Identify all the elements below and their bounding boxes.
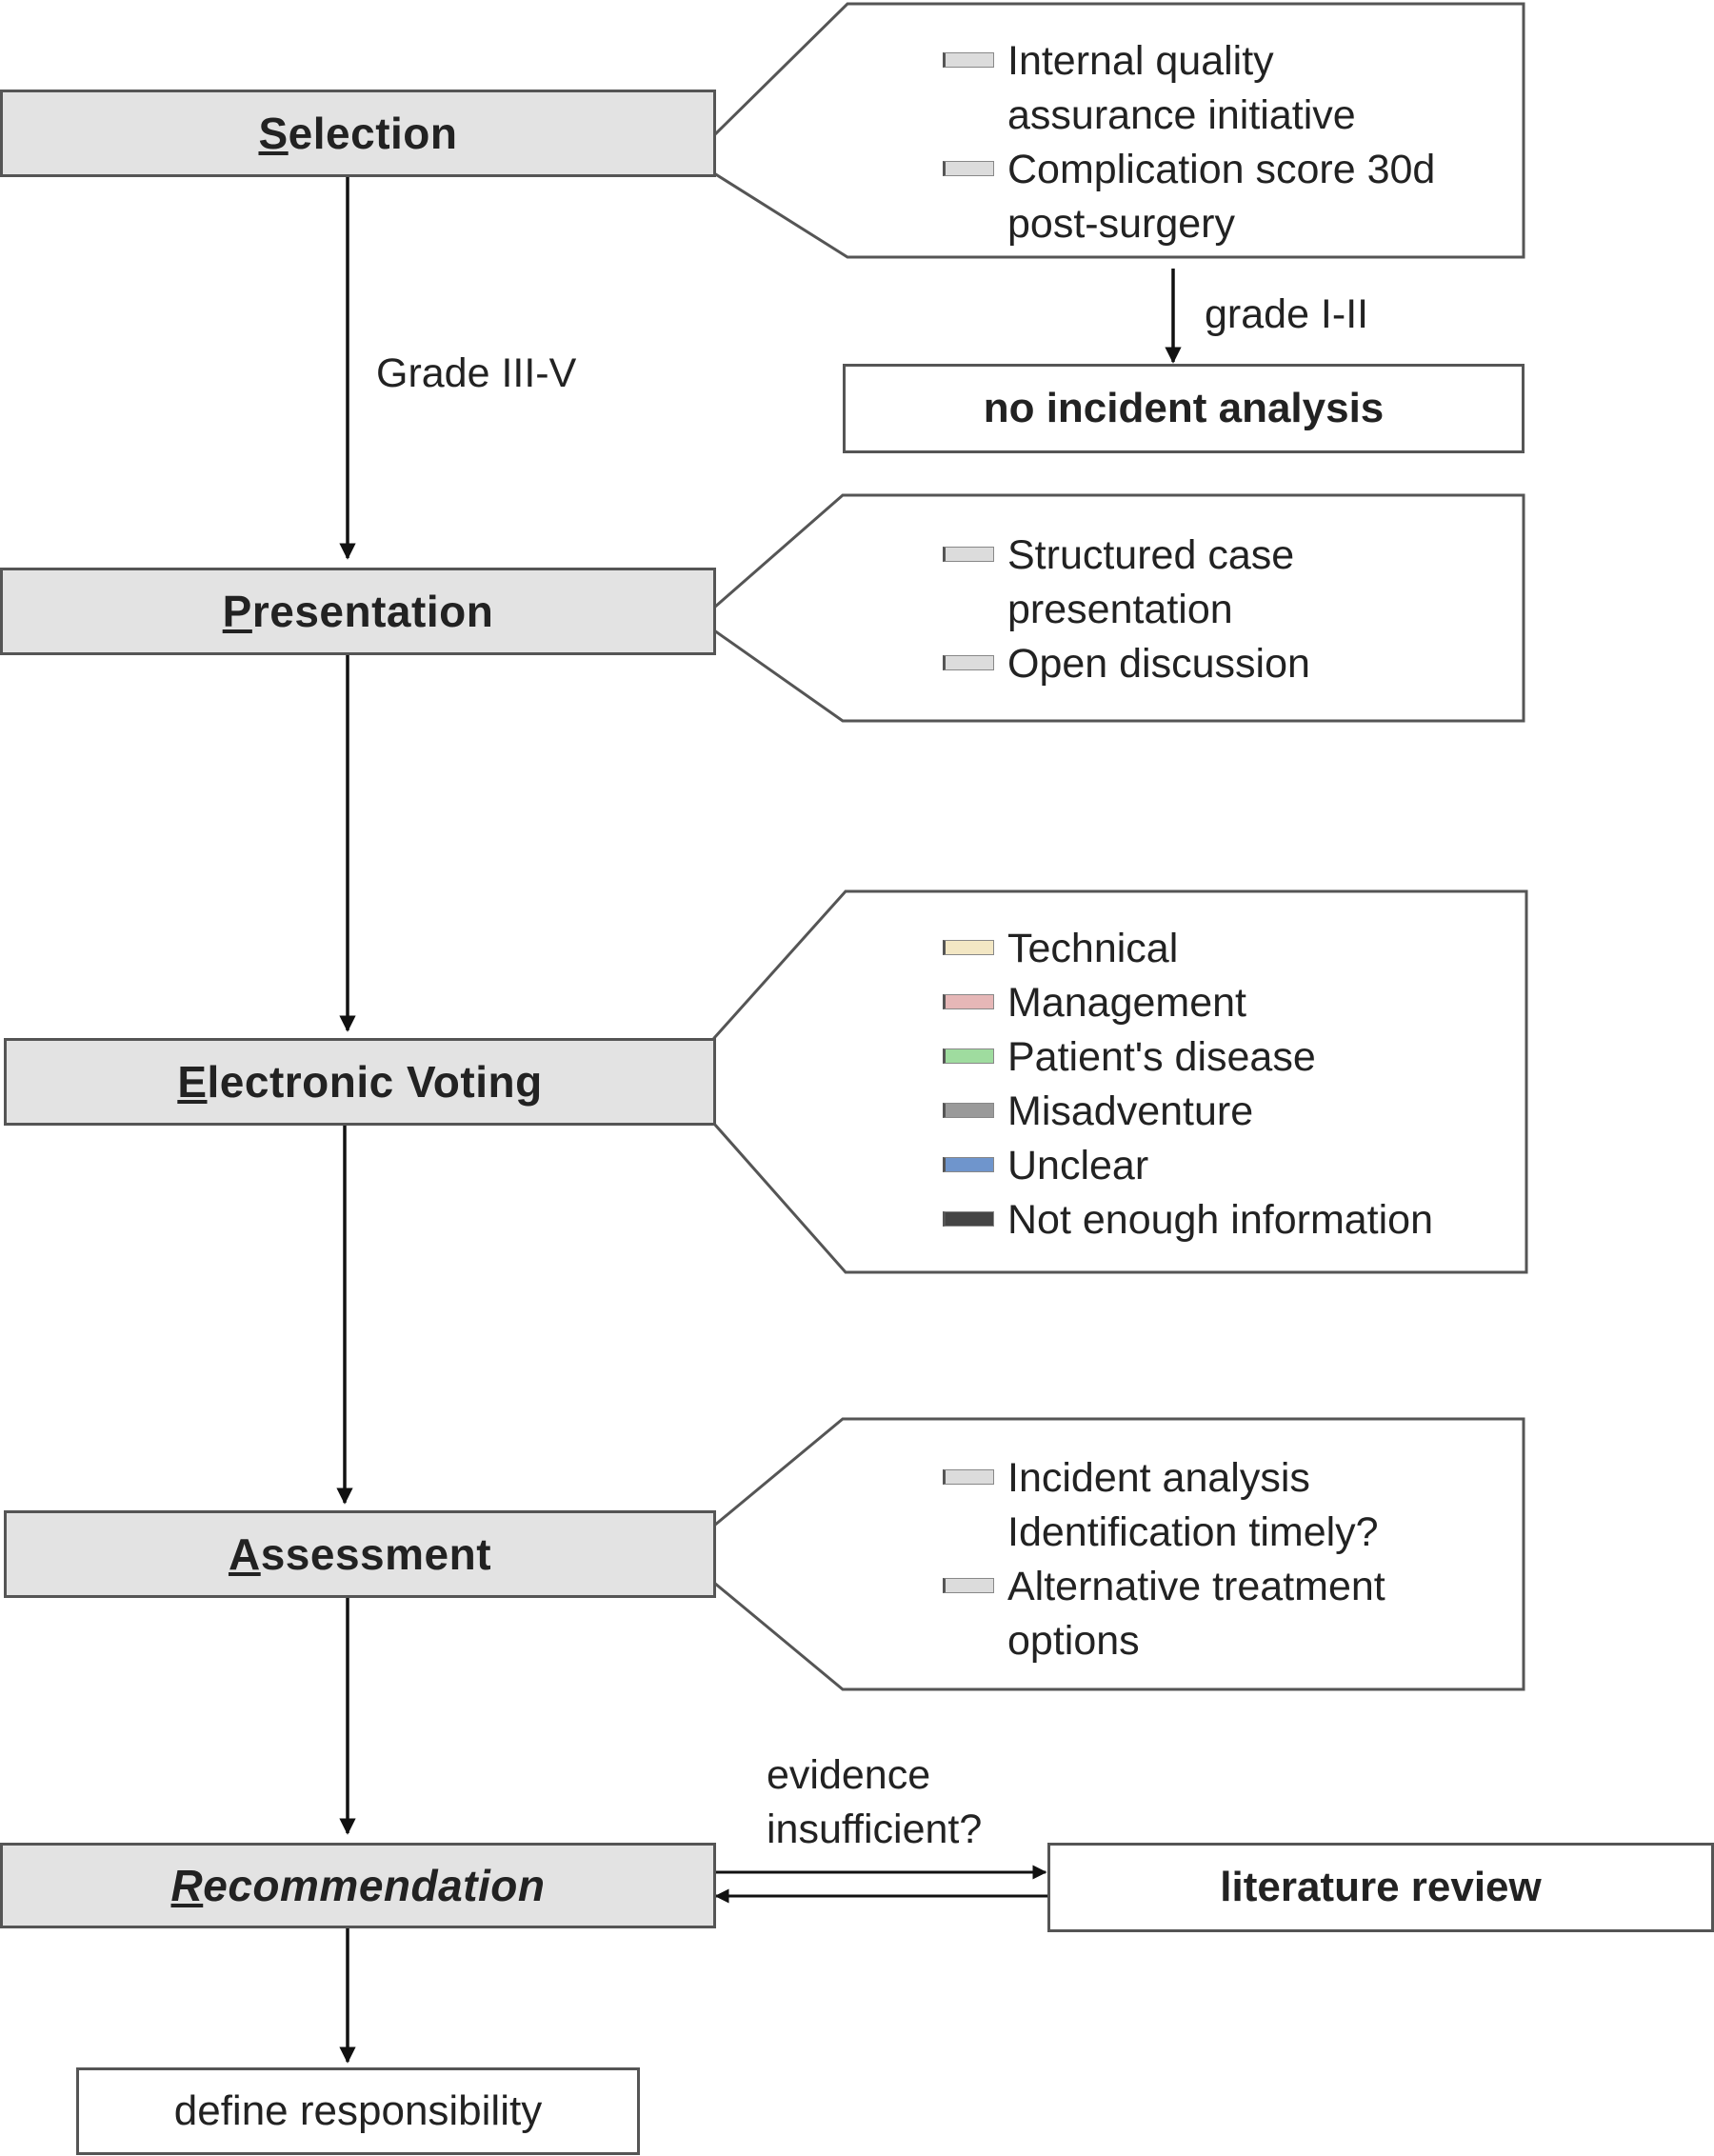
bullet-icon xyxy=(943,547,994,562)
stage-presentation-label: Presentation xyxy=(222,587,494,636)
presentation-callout-text: Structured case presentation Open discus… xyxy=(943,529,1310,691)
stage-presentation: Presentation xyxy=(0,568,716,655)
callout-item: Structured case presentation xyxy=(943,529,1310,637)
stage-electronic-voting: Electronic Voting xyxy=(4,1038,716,1126)
selection-callout-text: Internal quality assurance initiative Co… xyxy=(943,34,1435,251)
not-enough-information-swatch-icon xyxy=(943,1211,994,1227)
stage-electronic-voting-label: Electronic Voting xyxy=(177,1057,543,1107)
callout-item: Open discussion xyxy=(943,637,1310,691)
grade-high-label: Grade III-V xyxy=(376,350,577,396)
define-responsibility-label: define responsibility xyxy=(173,2087,543,2134)
bullet-icon xyxy=(943,1578,994,1593)
vote-option-misadventure: Misadventure xyxy=(943,1085,1433,1139)
callout-item: Internal quality assurance initiative xyxy=(943,34,1435,143)
vote-option-management: Management xyxy=(943,976,1433,1030)
vote-option-unclear: Unclear xyxy=(943,1139,1433,1193)
stage-selection: Selection xyxy=(0,90,716,177)
patients-disease-swatch-icon xyxy=(943,1048,994,1064)
technical-swatch-icon xyxy=(943,940,994,955)
callout-item: Alternative treatment options xyxy=(943,1560,1385,1668)
bullet-icon xyxy=(943,655,994,670)
bullet-icon xyxy=(943,161,994,176)
voting-callout-text: Technical Management Patient's disease M… xyxy=(943,922,1433,1248)
grade-low-label: grade I-II xyxy=(1205,291,1369,337)
define-responsibility-box: define responsibility xyxy=(76,2067,640,2155)
misadventure-swatch-icon xyxy=(943,1103,994,1118)
vote-option-technical: Technical xyxy=(943,922,1433,976)
vote-option-patients-disease: Patient's disease xyxy=(943,1030,1433,1085)
stage-assessment-label: Assessment xyxy=(228,1529,492,1579)
evidence-insufficient-label: evidence insufficient? xyxy=(767,1752,983,1852)
literature-review-label: literature review xyxy=(1220,1864,1542,1910)
stage-recommendation: Recommendation xyxy=(0,1843,716,1928)
bullet-icon xyxy=(943,52,994,68)
literature-review-box: literature review xyxy=(1047,1843,1714,1932)
unclear-swatch-icon xyxy=(943,1157,994,1172)
no-incident-analysis-box: no incident analysis xyxy=(843,364,1525,453)
vote-option-not-enough-information: Not enough information xyxy=(943,1193,1433,1248)
assessment-callout-text: Incident analysis Identification timely?… xyxy=(943,1451,1385,1668)
callout-item: Incident analysis Identification timely? xyxy=(943,1451,1385,1560)
stage-selection-label: Selection xyxy=(258,109,458,158)
management-swatch-icon xyxy=(943,994,994,1009)
callout-item: Complication score 30d post-surgery xyxy=(943,143,1435,251)
stage-recommendation-label: Recommendation xyxy=(170,1861,546,1910)
bullet-icon xyxy=(943,1469,994,1485)
stage-assessment: Assessment xyxy=(4,1510,716,1598)
no-incident-analysis-label: no incident analysis xyxy=(983,385,1385,431)
